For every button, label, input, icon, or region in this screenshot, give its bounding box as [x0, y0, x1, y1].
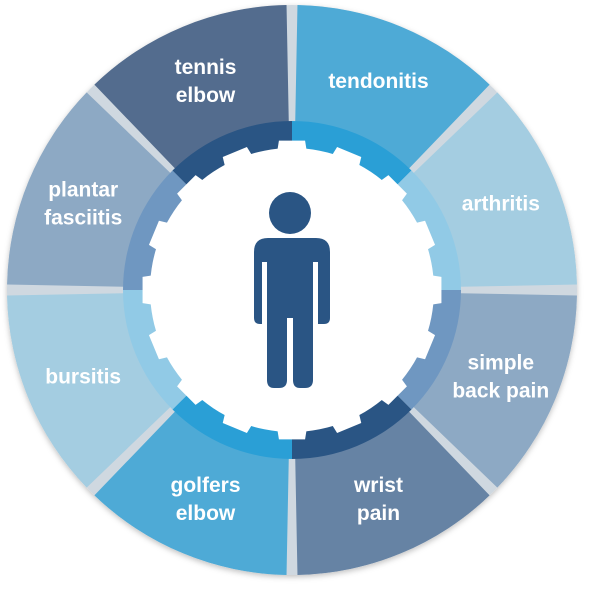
segment-label-line: elbow: [176, 84, 236, 107]
segment-label-bursitis: bursitis: [45, 365, 121, 388]
segment-label-line: tennis: [175, 56, 237, 79]
segment-label-line: plantar: [48, 179, 118, 202]
segment-label-line: tendonitis: [328, 70, 428, 93]
segment-label-plantar-fasciitis: plantar fasciitis: [44, 179, 122, 230]
segment-outer-wrist-pain: [295, 411, 490, 575]
segment-outer-bursitis: [7, 293, 171, 488]
segment-label-line: bursitis: [45, 365, 121, 388]
segment-label-wrist-pain: wrist pain: [353, 474, 403, 525]
segment-label-line: pain: [357, 502, 400, 525]
segment-label-line: golfers: [171, 474, 241, 497]
segment-label-tendonitis: tendonitis: [328, 70, 428, 93]
segment-outer-tennis-elbow: [94, 5, 289, 169]
labels-group: tendonitis arthritis simple back pain wrist p…: [44, 56, 549, 525]
segment-outer-simple-back-pain: [413, 293, 577, 488]
person-icon: [254, 192, 330, 388]
segment-label-line: simple: [468, 351, 535, 374]
segment-label-line: back pain: [452, 379, 549, 402]
center-group: [142, 140, 442, 440]
segment-label-tennis-elbow: tennis elbow: [175, 56, 237, 107]
segment-label-line: elbow: [176, 502, 236, 525]
segment-label-line: fasciitis: [44, 207, 122, 230]
segment-label-golfers-elbow: golfers elbow: [171, 474, 241, 525]
person-body: [254, 238, 330, 388]
segment-label-arthritis: arthritis: [462, 193, 540, 216]
segment-outer-plantar-fasciitis: [7, 92, 171, 287]
segment-label-line: arthritis: [462, 193, 540, 216]
segment-label-line: wrist: [353, 474, 403, 497]
segment-outer-golfers-elbow: [94, 411, 289, 575]
person-head: [269, 192, 311, 234]
segment-outer-tendonitis: [295, 5, 490, 169]
segment-outer-arthritis: [413, 92, 577, 287]
segment-label-simple-back-pain: simple back pain: [452, 351, 549, 402]
